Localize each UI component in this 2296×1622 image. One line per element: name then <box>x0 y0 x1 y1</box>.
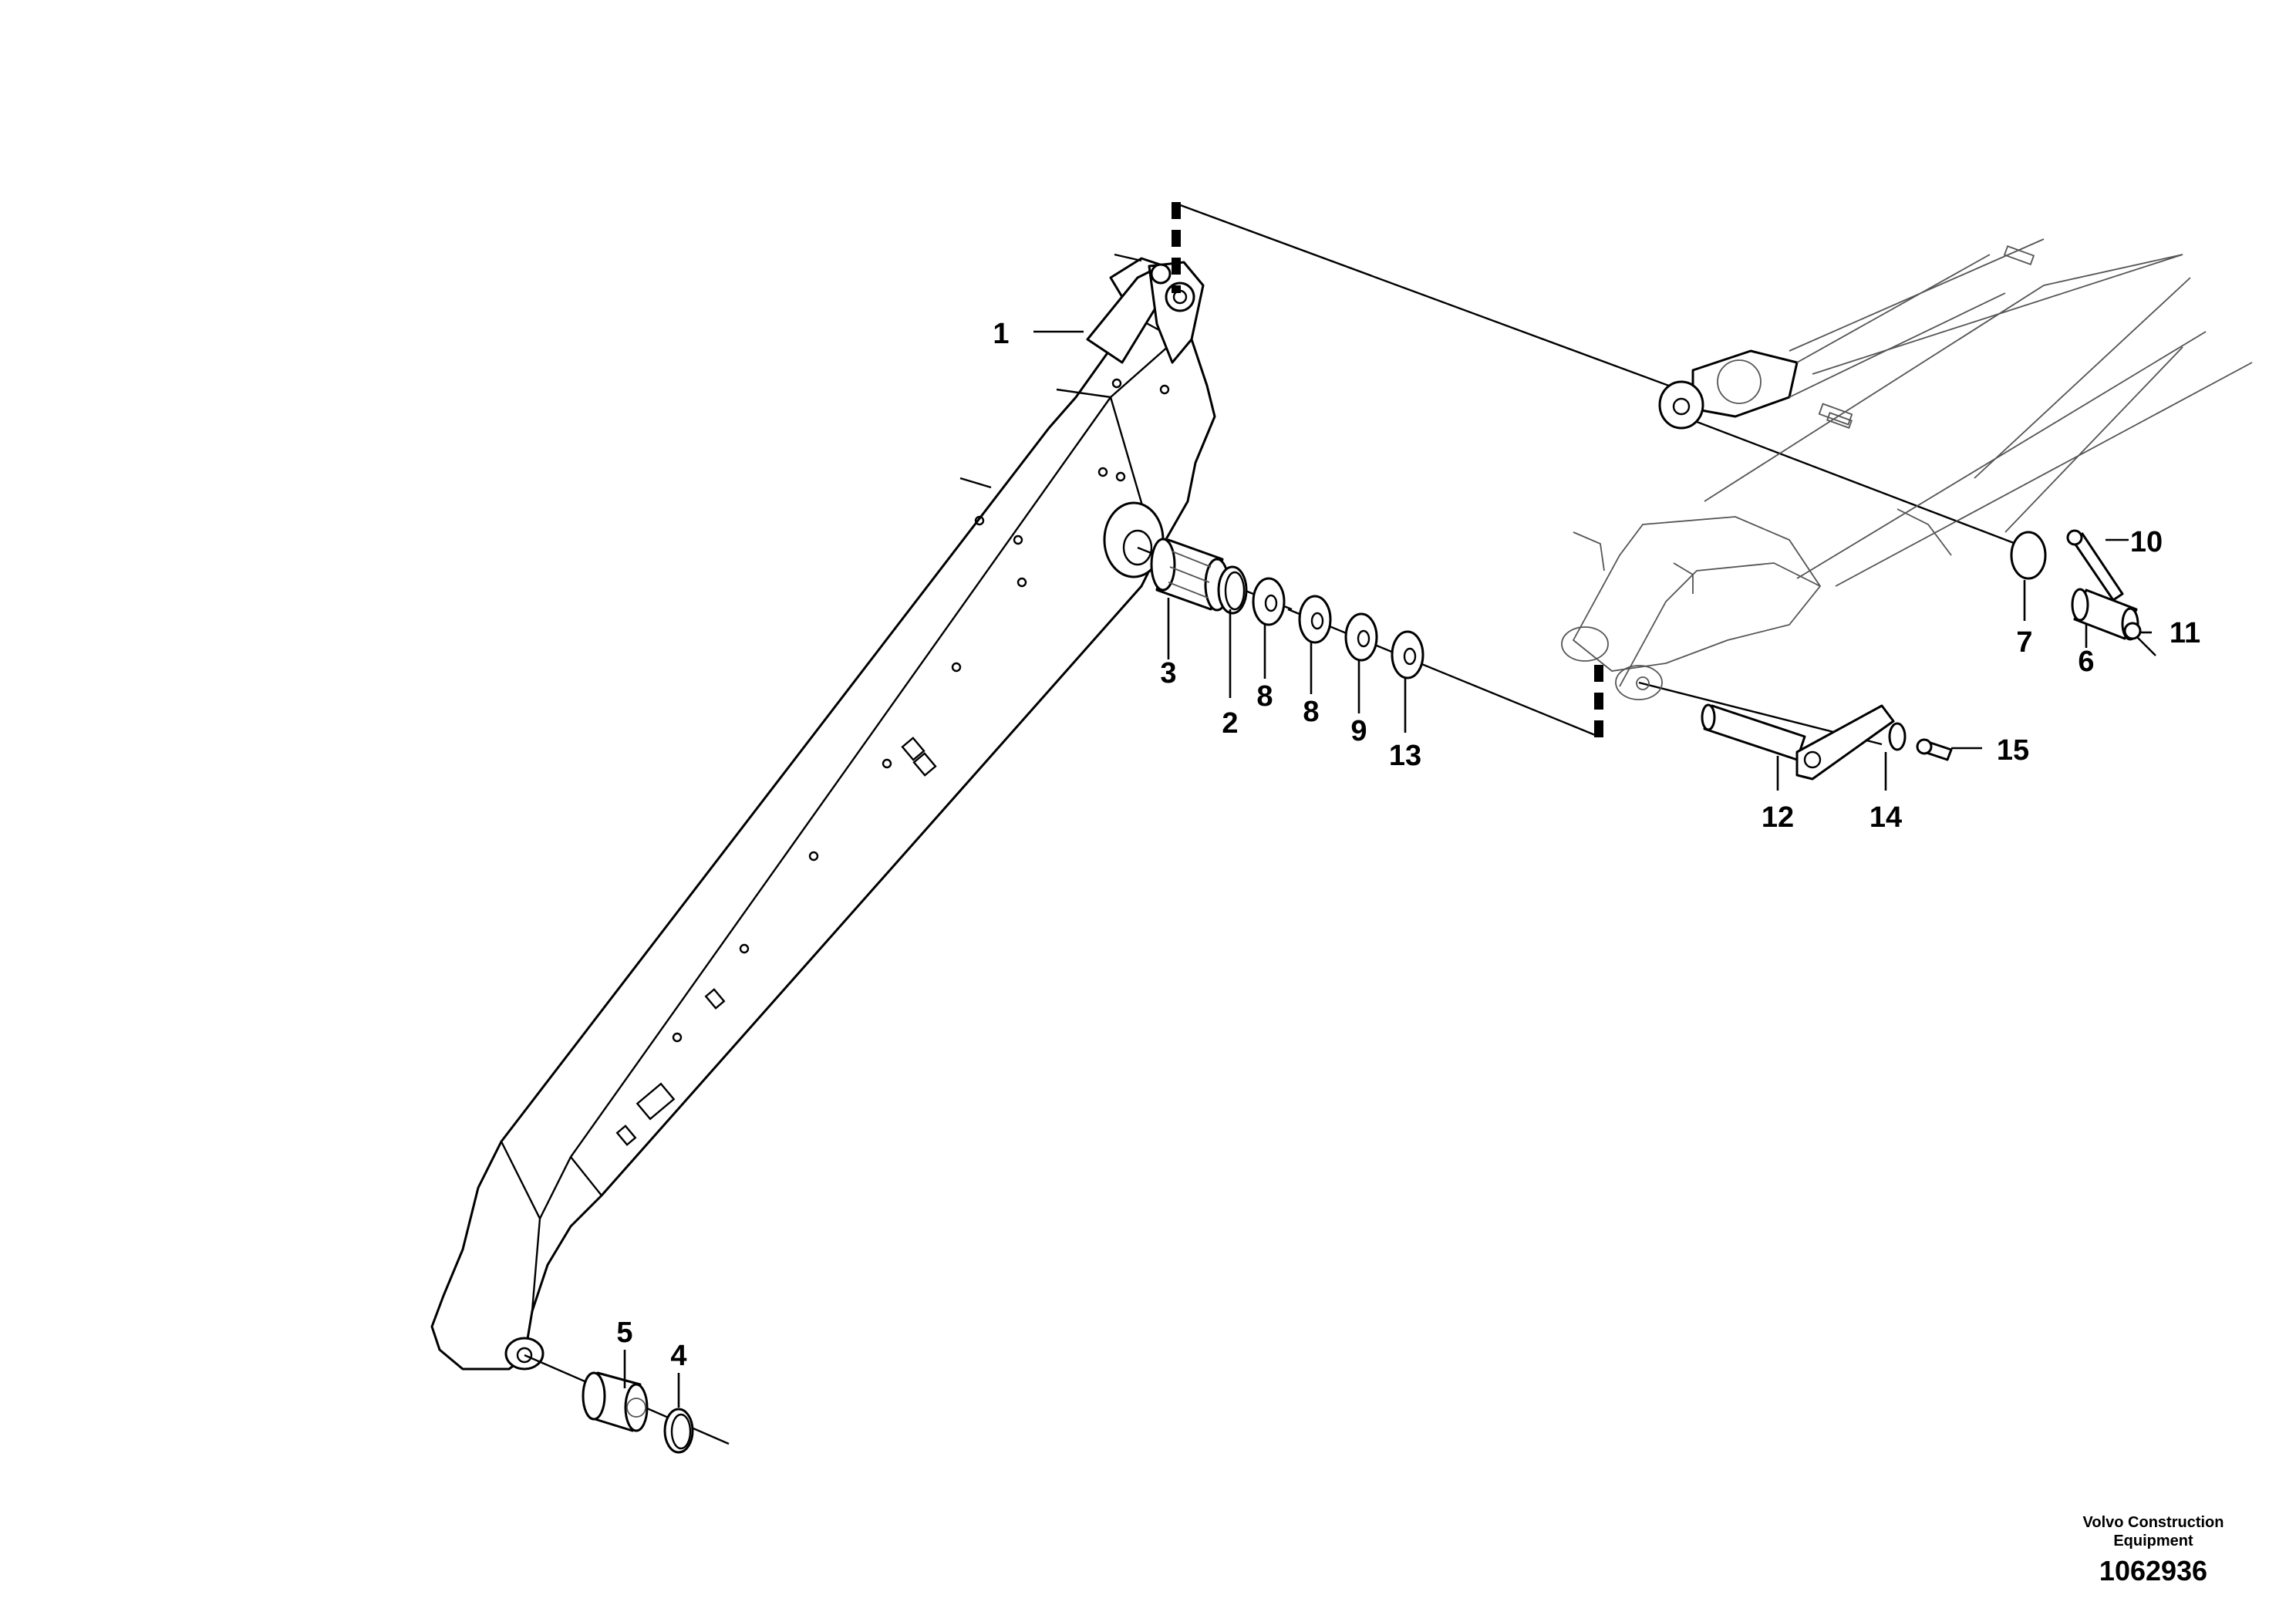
callout-7: 7 <box>2016 626 2032 659</box>
callout-2: 2 <box>1222 707 1238 740</box>
callout-10: 10 <box>2130 526 2163 558</box>
part-4-ring <box>663 1408 694 1454</box>
part-8-washer-b <box>1298 595 1332 644</box>
phantom-markers <box>1172 202 1732 744</box>
callout-11: 11 <box>2170 617 2200 649</box>
part-15-bolt <box>1916 738 1953 761</box>
callout-12: 12 <box>1762 801 1794 834</box>
callout-5: 5 <box>616 1317 632 1349</box>
callout-1: 1 <box>993 318 1009 350</box>
part-9-washer <box>1344 612 1378 662</box>
part-13-washer <box>1391 630 1424 679</box>
part-6-pin <box>2071 588 2139 641</box>
callout-13: 13 <box>1389 740 1421 772</box>
callout-6: 6 <box>2078 646 2094 678</box>
part-7-washer <box>2010 531 2047 580</box>
callout-9: 9 <box>1350 715 1367 747</box>
arm-structure <box>430 253 1216 1371</box>
part-3-bushing <box>1150 538 1230 612</box>
callout-8b: 8 <box>1303 696 1319 728</box>
callout-labels: 1 2 3 4 5 6 7 8 8 9 10 11 12 13 14 15 <box>616 318 2200 1372</box>
leader-lines <box>623 330 2152 1408</box>
part-14-washer <box>1888 722 1907 751</box>
callout-15: 15 <box>1997 734 2029 767</box>
company-caption: Volvo Construction Equipment <box>2082 1514 2224 1549</box>
part-8-washer-a <box>1252 577 1286 626</box>
arm-fasteners <box>615 378 1170 1146</box>
callout-3: 3 <box>1160 657 1176 690</box>
callout-14: 14 <box>1870 801 1902 834</box>
callout-8a: 8 <box>1256 680 1273 713</box>
part-11-nut <box>2123 622 2156 656</box>
part-12-pin <box>1701 703 1895 781</box>
boom-background <box>1561 238 2253 700</box>
part-5-bushing <box>582 1371 649 1432</box>
part-10-bolt <box>2066 529 2124 602</box>
part-2-ring <box>1217 565 1248 615</box>
callout-4: 4 <box>670 1340 686 1372</box>
drawing-number: 1062936 <box>2099 1555 2208 1587</box>
